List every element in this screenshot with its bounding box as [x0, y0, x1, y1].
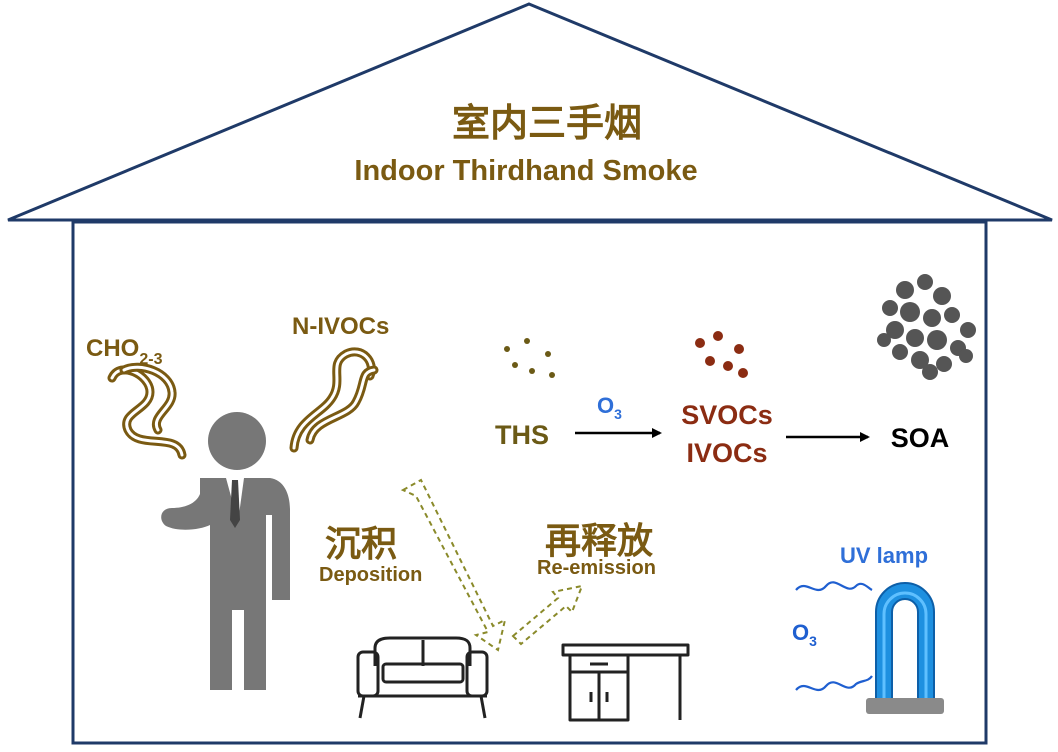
ths-particles — [504, 338, 555, 378]
deposition-en: Deposition — [319, 564, 422, 586]
smoke-plume-left-icon — [107, 362, 187, 460]
ivocs-label: IVOCs — [686, 438, 767, 468]
desk-icon — [561, 643, 690, 722]
reemission-en: Re-emission — [537, 557, 656, 579]
title-en: Indoor Thirdhand Smoke — [354, 155, 697, 187]
ozone-waves-icon — [795, 581, 873, 692]
ozone-label: O3 — [597, 393, 622, 422]
sofa-icon — [356, 636, 489, 719]
ths-label: THS — [495, 420, 549, 450]
soa-label: SOA — [891, 423, 950, 453]
house-roof — [7, 2, 1053, 222]
title-cn: 室内三手烟 — [452, 100, 642, 145]
nivocs-label: N-IVOCs — [292, 313, 389, 340]
uv-ozone-label: O3 — [792, 620, 817, 649]
cho-label: CHO2-3 — [86, 335, 163, 368]
uv-lamp-label: UV lamp — [840, 543, 928, 568]
svoc-particles — [695, 331, 748, 378]
smoke-plume-right-icon — [289, 347, 379, 453]
deposition-arrow — [400, 478, 507, 652]
reemission-arrow — [511, 584, 584, 646]
person-icon — [161, 412, 290, 690]
particle-cluster-icon — [877, 274, 976, 380]
reemission-cn: 再释放 — [545, 520, 653, 562]
deposition-cn: 沉积 — [325, 523, 397, 565]
uv-lamp-icon — [866, 582, 944, 714]
svocs-label: SVOCs — [681, 400, 773, 430]
